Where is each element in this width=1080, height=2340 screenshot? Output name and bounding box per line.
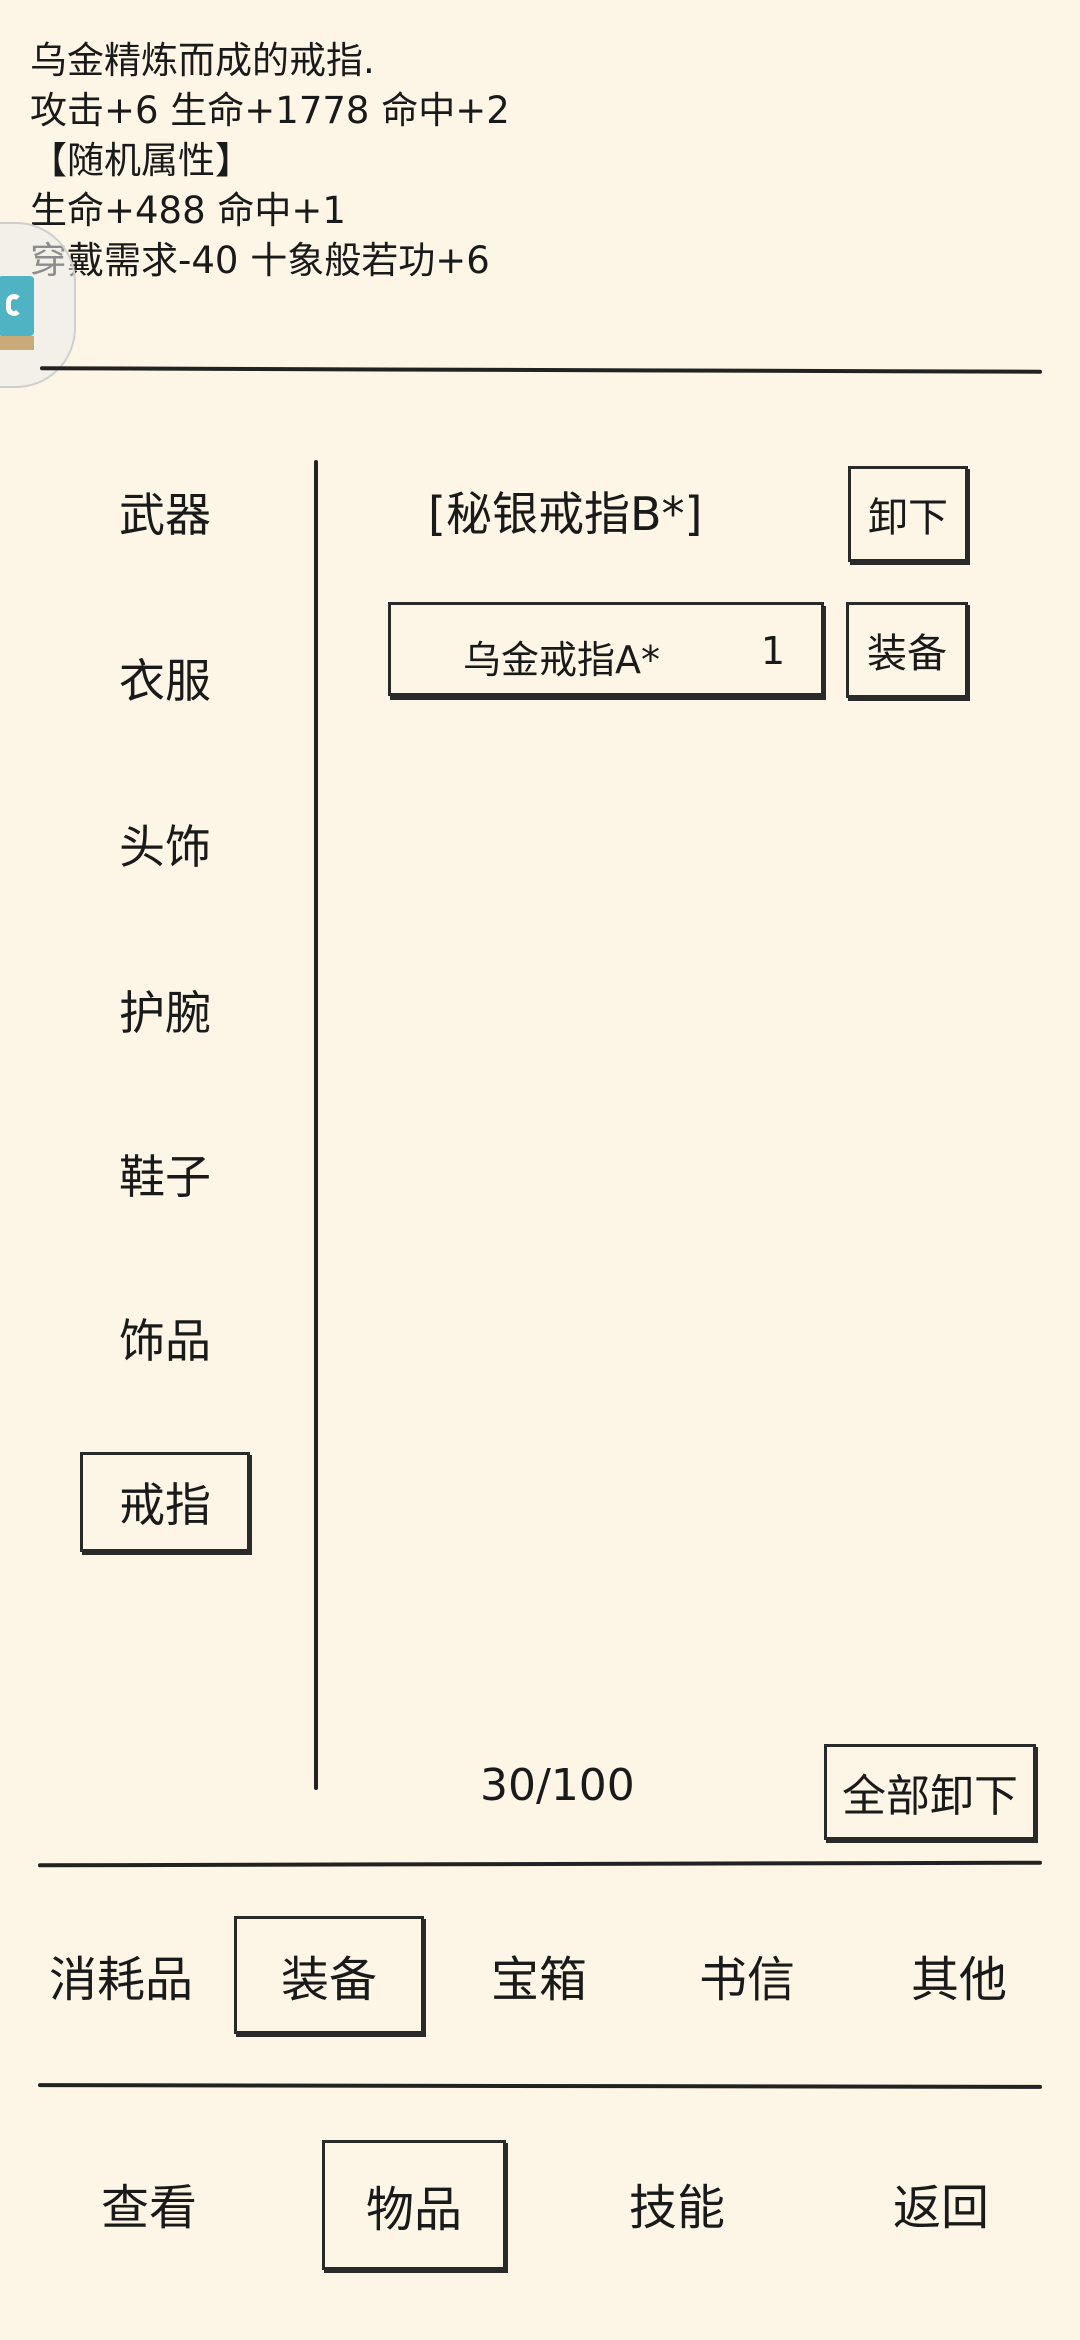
category-weapon[interactable]: 武器 [80, 462, 250, 562]
inventory-item-row[interactable]: 乌金戒指A* 1 [388, 602, 824, 696]
tab-consumables[interactable]: 消耗品 [36, 1916, 206, 2034]
nav-skills[interactable]: 技能 [604, 2144, 750, 2262]
item-description: 乌金精炼而成的戒指. 攻击+6 生命+1778 命中+2 【随机属性】 生命+4… [30, 36, 1030, 286]
nav-items-label: 物品 [365, 2182, 462, 2238]
bag-capacity: 30/100 [480, 1760, 635, 1811]
desc-line-flavor: 乌金精炼而成的戒指. [30, 39, 375, 82]
category-ring[interactable]: 戒指 [80, 1452, 250, 1552]
tab-chest-label: 宝箱 [490, 1952, 587, 2008]
desc-line-requirement: 穿戴需求-40 十象般若功+6 [30, 239, 490, 282]
nav-back-label: 返回 [892, 2180, 989, 2236]
tab-consumables-label: 消耗品 [48, 1952, 193, 2008]
category-bracer[interactable]: 护腕 [80, 960, 250, 1060]
item-name: 乌金戒指A* [463, 638, 660, 682]
category-weapon-label: 武器 [119, 488, 211, 542]
tab-equipment-label: 装备 [280, 1952, 377, 2008]
desc-line-stats: 攻击+6 生命+1778 命中+2 [30, 89, 510, 132]
unequip-all-button-label: 全部卸下 [842, 1771, 1018, 1822]
category-headwear[interactable]: 头饰 [80, 794, 250, 894]
vertical-divider [314, 460, 318, 1790]
desc-line-random-header: 【随机属性】 [30, 139, 252, 182]
nav-skills-label: 技能 [628, 2180, 725, 2236]
tab-equipment[interactable]: 装备 [234, 1916, 424, 2034]
tab-letters-label: 书信 [698, 1952, 795, 2008]
category-clothes-label: 衣服 [119, 654, 211, 708]
bottom-divider [37, 2083, 1043, 2089]
desc-line-random-stats: 生命+488 命中+1 [30, 189, 346, 232]
unequip-button-label: 卸下 [868, 495, 948, 541]
unequip-button[interactable]: 卸下 [848, 466, 968, 562]
category-shoes[interactable]: 鞋子 [80, 1124, 250, 1224]
top-divider [39, 366, 1043, 374]
category-accessory-label: 饰品 [119, 1314, 211, 1368]
floating-assistant-icon[interactable] [0, 222, 76, 388]
middle-divider [37, 1860, 1043, 1868]
nav-view[interactable]: 查看 [76, 2144, 222, 2262]
category-shoes-label: 鞋子 [119, 1150, 211, 1204]
tab-other-label: 其他 [910, 1952, 1007, 2008]
item-count: 1 [760, 629, 785, 673]
tab-chest[interactable]: 宝箱 [464, 1916, 614, 2034]
category-ring-label: 戒指 [119, 1478, 211, 1532]
category-accessory[interactable]: 饰品 [80, 1288, 250, 1388]
category-bracer-label: 护腕 [119, 986, 211, 1040]
category-headwear-label: 头饰 [119, 820, 211, 874]
unequip-all-button[interactable]: 全部卸下 [824, 1744, 1036, 1840]
equipped-item-name: [秘银戒指B*] [428, 487, 703, 541]
equip-button[interactable]: 装备 [846, 602, 968, 698]
nav-back[interactable]: 返回 [868, 2144, 1014, 2262]
tab-letters[interactable]: 书信 [672, 1916, 822, 2034]
category-clothes[interactable]: 衣服 [80, 628, 250, 728]
equip-button-label: 装备 [867, 631, 947, 677]
nav-items[interactable]: 物品 [322, 2140, 506, 2270]
tab-other[interactable]: 其他 [884, 1916, 1034, 2034]
nav-view-label: 查看 [100, 2180, 197, 2236]
